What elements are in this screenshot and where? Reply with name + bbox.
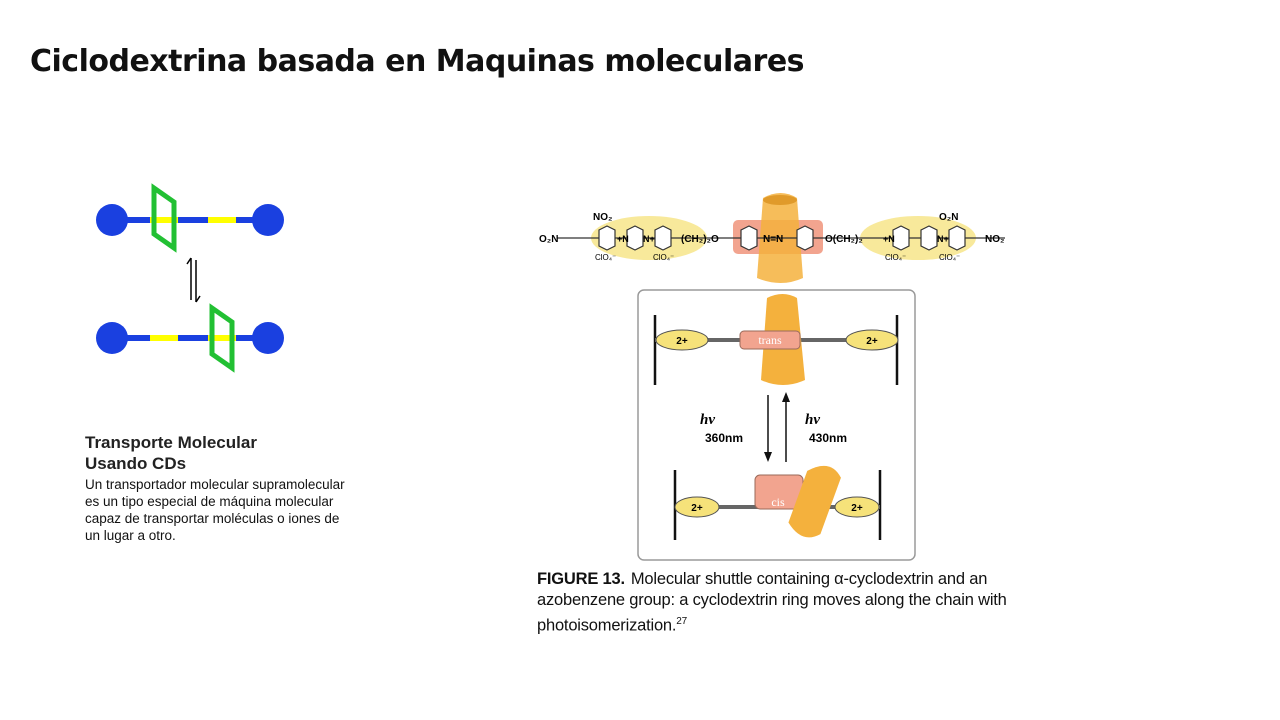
formula-label: +N xyxy=(883,234,895,244)
charge-label: 2+ xyxy=(851,503,863,514)
figure-caption: FIGURE 13.Molecular shuttle containing α… xyxy=(537,569,1037,637)
wavelength-label: 360nm xyxy=(705,431,743,445)
body-line: un lugar a otro. xyxy=(85,528,176,543)
chemical-formula: O₂N NO₂ +N N+ (CH₂)₂O N=N O(CH₂)₂ +N N+ … xyxy=(539,193,1005,283)
cyclodextrin-ring xyxy=(151,183,177,253)
charge-label: 2+ xyxy=(691,503,703,514)
formula-label: N+ xyxy=(643,234,655,244)
hv-label: hν xyxy=(805,412,820,428)
charge-label: 2+ xyxy=(866,336,878,347)
formula-label: (CH₂)₂O xyxy=(681,234,719,245)
states-frame xyxy=(637,289,916,561)
heading-line: Usando CDs xyxy=(85,454,187,473)
body-line: es un tipo especial de máquina molecular xyxy=(85,494,334,509)
cyclodextrin-cone xyxy=(788,465,841,538)
trans-state: 2+ 2+ trans xyxy=(653,294,899,385)
formula-label: ClO₄⁻ xyxy=(939,253,960,262)
caption-reference: 27 xyxy=(676,616,688,627)
formula-label: NO₂ xyxy=(985,234,1004,245)
trans-label: trans xyxy=(758,333,782,347)
formula-label: O(CH₂)₂ xyxy=(825,234,863,245)
stopper-right xyxy=(252,204,284,236)
rotaxane-bottom xyxy=(96,303,284,373)
body-line: Un transportador molecular supramolecula… xyxy=(85,477,345,492)
description-heading: Transporte Molecular Usando CDs xyxy=(85,432,405,474)
wavelength-label: 430nm xyxy=(809,431,847,445)
caption-label: FIGURE 13. xyxy=(537,570,625,588)
stopper-right xyxy=(252,322,284,354)
formula-label: O₂N xyxy=(939,212,958,223)
caption-text: Molecular shuttle containing α-cyclodext… xyxy=(537,570,1007,635)
stopper-left xyxy=(96,322,128,354)
cyclodextrin-ring xyxy=(209,303,235,373)
cis-state: 2+ 2+ cis xyxy=(673,465,882,540)
formula-label: N+ xyxy=(937,234,949,244)
equilibrium-arrows xyxy=(186,257,201,303)
molecular-shuttle-figure: O₂N NO₂ +N N+ (CH₂)₂O N=N O(CH₂)₂ +N N+ … xyxy=(539,193,1005,561)
heading-line: Transporte Molecular xyxy=(85,433,257,452)
rotaxane-top xyxy=(96,183,284,253)
formula-label: N=N xyxy=(763,234,783,245)
formula-label: +N xyxy=(617,234,629,244)
formula-label: ClO₄⁻ xyxy=(885,253,906,262)
formula-label: ClO₄⁻ xyxy=(595,253,616,262)
charge-label: 2+ xyxy=(676,336,688,347)
photo-arrows: hν 360nm hν 430nm xyxy=(700,392,847,462)
hv-label: hν xyxy=(700,412,715,428)
formula-label: O₂N xyxy=(539,234,558,245)
slide-title: Ciclodextrina basada en Maquinas molecul… xyxy=(30,44,805,79)
body-line: capaz de transportar moléculas o iones d… xyxy=(85,511,340,526)
description-body: Un transportador molecular supramolecula… xyxy=(85,476,405,544)
formula-label: ClO₄⁻ xyxy=(653,253,674,262)
rotaxane-shuttle-diagram xyxy=(96,183,284,373)
cis-label: cis xyxy=(771,495,785,509)
formula-label: NO₂ xyxy=(593,212,612,223)
description-block: Transporte Molecular Usando CDs Un trans… xyxy=(85,432,405,544)
stopper-left xyxy=(96,204,128,236)
